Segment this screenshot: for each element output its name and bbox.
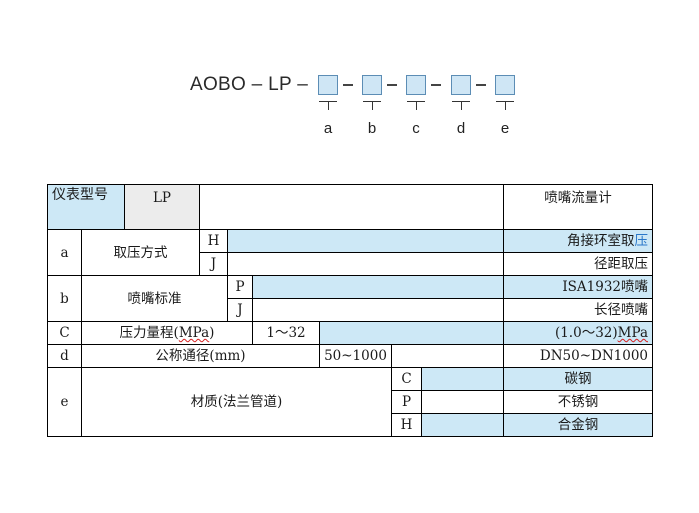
tee-stem-e	[505, 101, 506, 110]
row-a-opt1-desc-tail: 压	[634, 233, 649, 249]
row-e-opt1-code: C	[391, 367, 422, 391]
row-d-fill	[391, 344, 504, 368]
row-a-opt1-desc-main: 角接环室取	[567, 233, 635, 249]
slot-label-d: d	[456, 120, 466, 137]
code-slot-d	[451, 75, 471, 95]
row-e-name: 材质(法兰管道)	[81, 367, 392, 437]
slot-label-e: e	[500, 120, 510, 137]
row-c-name-unit: MPa	[178, 325, 210, 341]
tee-stem-c	[416, 101, 417, 110]
table-row-d: d 公称通径(mm) 50~1000 DN50~DN1000	[47, 344, 653, 368]
row-b-opt1-code: P	[227, 275, 253, 299]
header-model-code: LP	[124, 184, 200, 230]
row-a-opt2-desc: 径距取压	[503, 252, 653, 276]
slot-label-a: a	[323, 120, 333, 137]
table-row-b: b 喷嘴标准 P ISA1932喷嘴	[47, 275, 653, 322]
header-blank-cell	[199, 184, 504, 230]
header-product-name: 喷嘴流量计	[503, 184, 653, 230]
row-e-opt3-code: H	[391, 413, 422, 437]
code-slot-a	[318, 75, 338, 95]
table-row-c: C 压力量程(MPa) 1～32 (1.0～32)MPa	[47, 321, 653, 345]
table-row-a: a 取压方式 H 角接环室取压	[47, 229, 653, 276]
row-b-name: 喷嘴标准	[81, 275, 228, 322]
row-a-name: 取压方式	[81, 229, 200, 276]
code-dash	[387, 84, 397, 86]
row-e-opt3-fill	[421, 413, 504, 437]
row-b-opt2-code: J	[227, 298, 253, 322]
slot-label-b: b	[367, 120, 377, 137]
tee-stem-b	[372, 101, 373, 110]
row-b-opt1-desc: ISA1932喷嘴	[503, 275, 653, 299]
row-a-opt2-code: J	[199, 252, 228, 276]
row-c-name-close: )	[209, 325, 215, 341]
row-a-key: a	[47, 229, 82, 276]
row-a-opt1-fill	[227, 229, 504, 253]
row-c-key: C	[47, 321, 82, 345]
table-row-e: e 材质(法兰管道) C 碳钢	[47, 367, 653, 437]
code-slot-b	[362, 75, 382, 95]
table-header-row: 仪表型号 LP 喷嘴流量计	[47, 184, 653, 230]
row-c-desc-unit: MPa	[617, 325, 648, 341]
row-b-opt2-fill	[252, 298, 504, 322]
row-c-range: 1～32	[252, 321, 320, 345]
model-code-prefix: AOBO – LP –	[190, 74, 309, 95]
row-b-opt2-desc: 长径喷嘴	[503, 298, 653, 322]
table-row-e-3: H 合金钢	[48, 413, 653, 437]
row-e-key: e	[47, 367, 82, 437]
row-c-name: 压力量程(MPa)	[81, 321, 253, 345]
row-c-desc-main: (1.0～32)	[554, 325, 618, 341]
row-a-opt1-code: H	[199, 229, 228, 253]
header-model-label: 仪表型号	[47, 184, 125, 230]
spec-table: 仪表型号 LP 喷嘴流量计 a 取压方式 H 角接环室取压 J 径距取压 b 喷…	[47, 184, 653, 437]
row-e-opt3-desc: 合金钢	[503, 413, 653, 437]
code-slot-c	[406, 75, 426, 95]
row-d-desc: DN50~DN1000	[503, 344, 653, 368]
row-d-key: d	[47, 344, 82, 368]
row-e-opt1-fill	[421, 367, 504, 391]
code-dash	[431, 84, 441, 86]
row-d-name: 公称通径(mm)	[81, 344, 320, 368]
row-c-name-main: 压力量程(	[119, 325, 179, 341]
tee-stem-d	[461, 101, 462, 110]
row-e-opt2-code: P	[391, 390, 422, 414]
row-e-opt2-fill	[421, 390, 504, 414]
row-a-opt2-fill	[227, 252, 504, 276]
row-b-opt1-fill	[252, 275, 504, 299]
code-dash	[476, 84, 486, 86]
table-row-e-2: P 不锈钢	[48, 390, 653, 414]
row-b-key: b	[47, 275, 82, 322]
row-d-range: 50~1000	[319, 344, 392, 368]
row-e-opt2-desc: 不锈钢	[503, 390, 653, 414]
row-e-opt1-desc: 碳钢	[503, 367, 653, 391]
slot-label-c: c	[412, 120, 420, 137]
table-row-a-2: J 径距取压	[48, 252, 653, 276]
row-a-opt1-desc: 角接环室取压	[503, 229, 653, 253]
tee-stem-a	[328, 101, 329, 110]
row-c-fill	[319, 321, 504, 345]
row-c-desc: (1.0～32)MPa	[503, 321, 653, 345]
code-slot-e	[495, 75, 515, 95]
code-dash	[343, 84, 353, 86]
